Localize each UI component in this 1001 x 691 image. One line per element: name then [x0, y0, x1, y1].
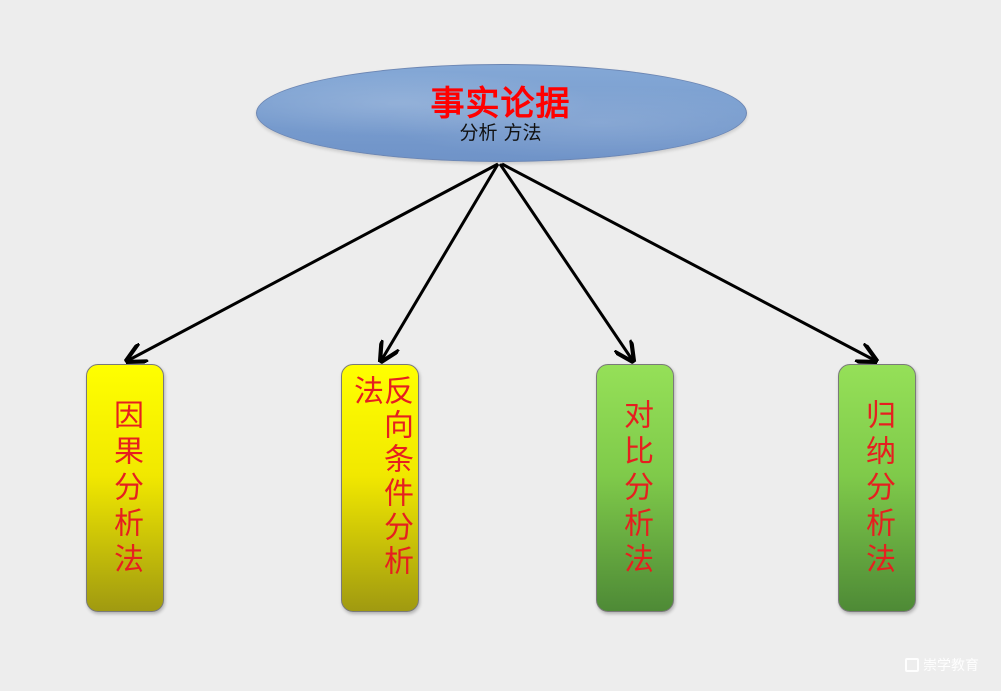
branch-box-4: 归纳分析法 [838, 364, 916, 612]
arrow-to-branch-1 [127, 162, 499, 361]
branch-label-2: 反向条件分析法 [348, 375, 413, 579]
branch-box-3: 对比分析法 [596, 364, 674, 612]
watermark: 崇学教育 [905, 655, 979, 675]
arrow-to-branch-3 [498, 163, 633, 361]
branch-label-1: 因果分析法 [108, 399, 143, 579]
root-title: 事实论据 [430, 84, 571, 124]
root-subtitle: 分析 方法 [459, 122, 542, 144]
branch-box-1: 因果分析法 [86, 364, 164, 612]
logo-icon [905, 658, 919, 672]
arrow-to-branch-2 [381, 163, 500, 361]
root-node [256, 64, 747, 162]
arrow-to-branch-4 [501, 162, 876, 361]
branch-box-2: 反向条件分析法 [341, 364, 419, 612]
branch-label-4: 归纳分析法 [860, 399, 895, 579]
branch-label-3: 对比分析法 [618, 399, 653, 579]
watermark-text: 崇学教育 [923, 658, 979, 674]
